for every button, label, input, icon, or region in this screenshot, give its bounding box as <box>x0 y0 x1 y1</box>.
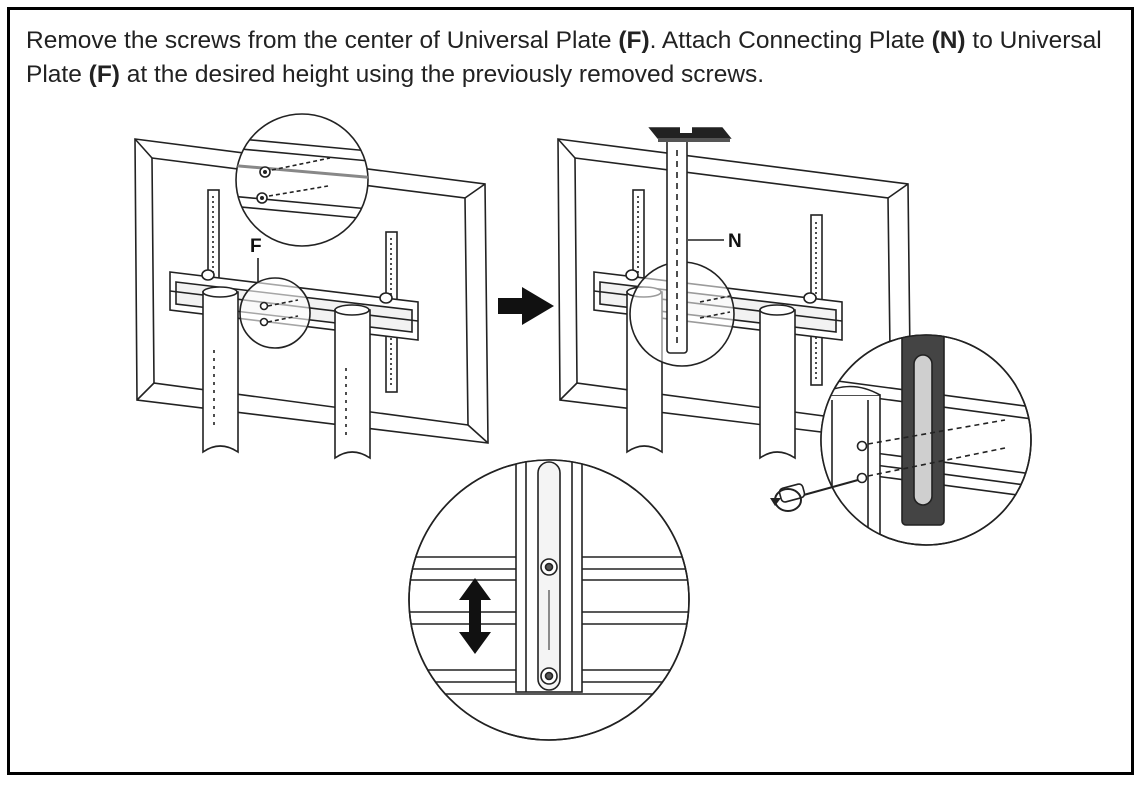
instruction-ref-n: (N) <box>931 27 966 54</box>
stand-column-left <box>202 286 239 454</box>
connecting-plate-n <box>648 127 732 354</box>
center-detail-circle <box>239 277 311 349</box>
rotate-icon <box>770 488 802 512</box>
up-down-arrow-icon <box>459 578 491 654</box>
label-f: F <box>250 236 262 257</box>
instruction-text: Remove the screws from the center of Uni… <box>26 24 1116 92</box>
instruction-ref-f-1: (F) <box>618 27 650 54</box>
right-scene <box>557 127 1032 546</box>
left-scene <box>134 113 489 460</box>
label-n: N <box>728 231 742 252</box>
instruction-part-1: Remove the screws from the center of Uni… <box>26 27 619 54</box>
stand-column-right <box>334 304 371 460</box>
bottom-zoom-detail <box>408 459 690 741</box>
top-zoom-detail <box>235 113 369 247</box>
instruction-ref-f-2: (F) <box>88 61 120 88</box>
instruction-part-4: at the desired height using the previous… <box>119 61 765 88</box>
screw-upper <box>540 558 558 576</box>
instruction-part-3: to Universal Plate <box>26 27 1102 88</box>
instruction-part-2: . Attach Connecting Plate <box>649 27 932 54</box>
right-zoom-detail <box>778 334 1032 546</box>
screw-lower <box>540 667 558 685</box>
right-arrow-icon <box>498 287 554 325</box>
